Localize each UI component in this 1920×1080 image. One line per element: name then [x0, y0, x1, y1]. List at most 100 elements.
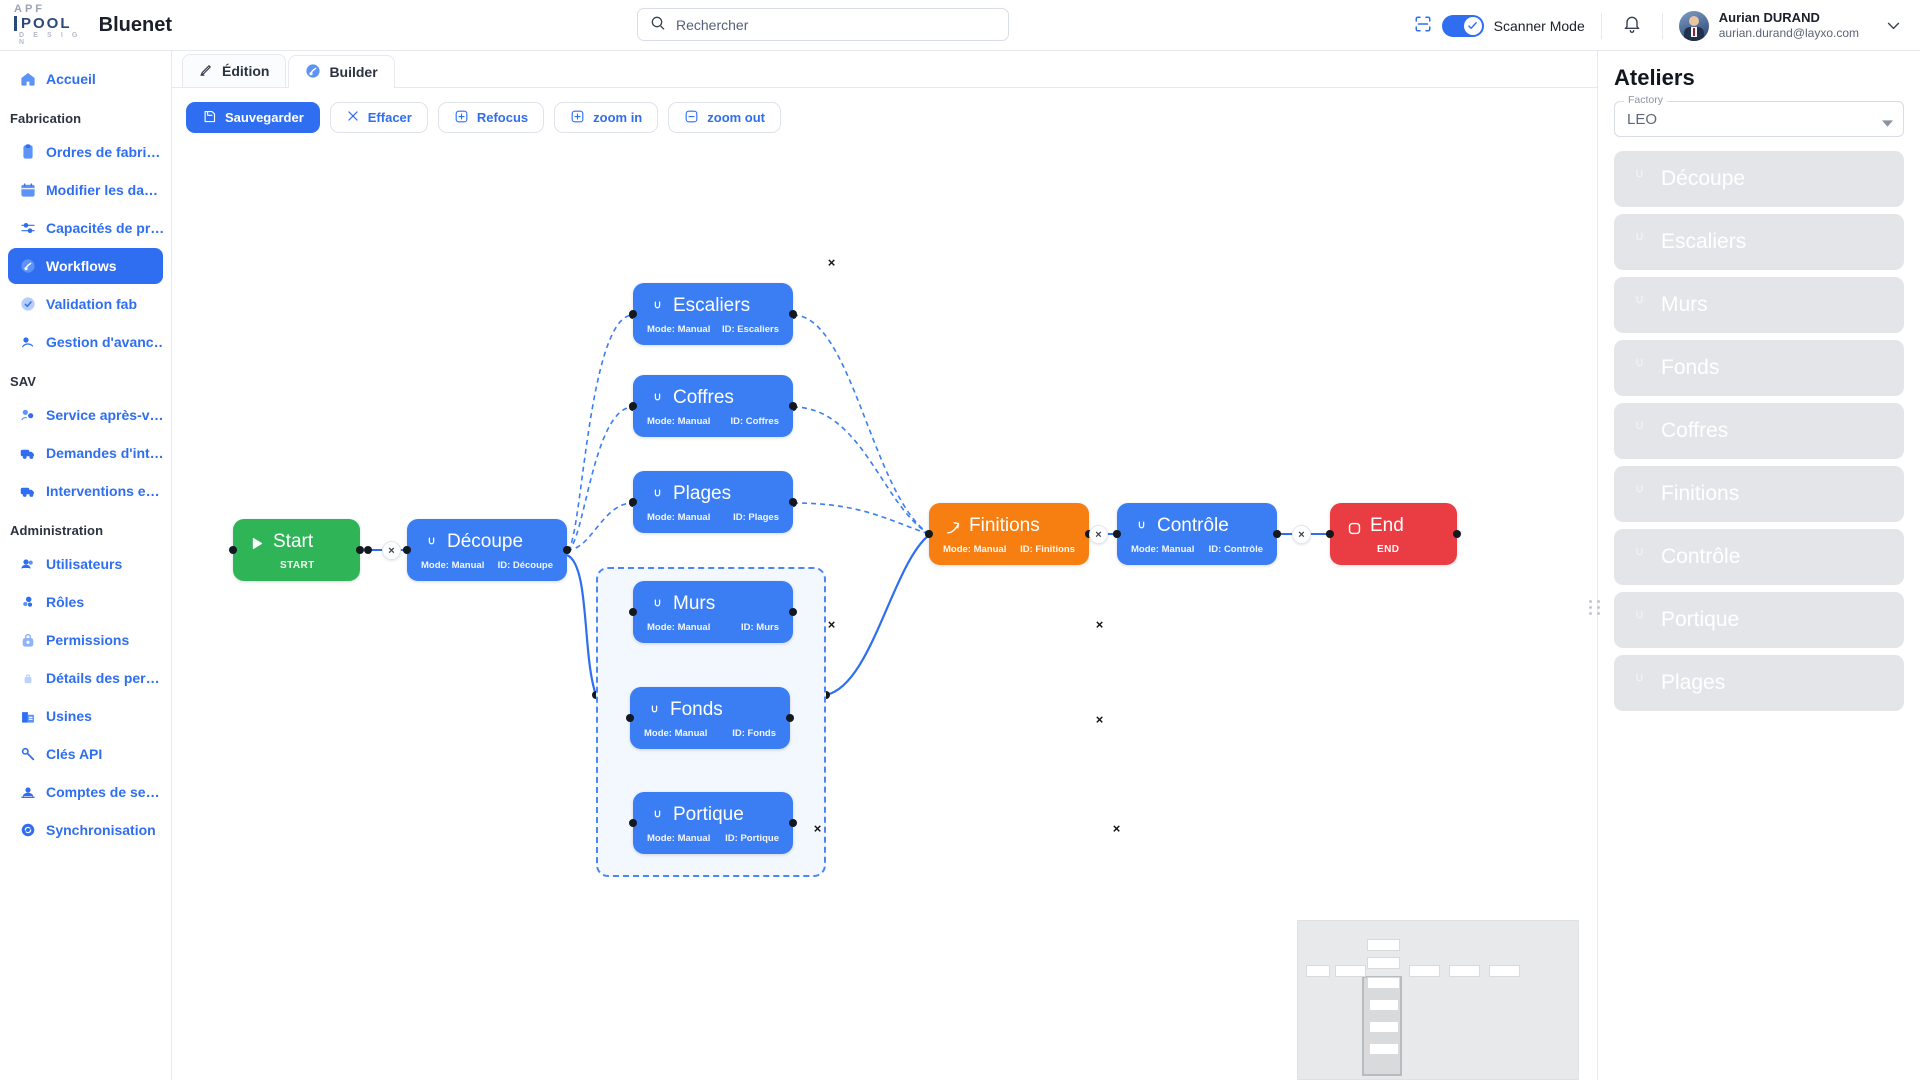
tab--dition[interactable]: Édition: [182, 54, 287, 87]
search-box[interactable]: [637, 8, 1009, 41]
caret-down-icon[interactable]: [1882, 115, 1893, 131]
node-handle-right[interactable]: [789, 498, 797, 506]
edge-delete-button[interactable]: ×: [813, 821, 822, 836]
node-handle-right[interactable]: [789, 608, 797, 616]
atelier-item-escaliers[interactable]: Escaliers: [1614, 214, 1904, 270]
sidebar-item-accueil[interactable]: Accueil: [8, 61, 163, 97]
edge-delete-button[interactable]: ×: [1292, 525, 1311, 544]
edge-delete-button[interactable]: ×: [1095, 617, 1104, 632]
bell-icon: [1622, 14, 1642, 37]
wrench-icon: [1630, 672, 1649, 694]
sidebar-item-comptes-de-se[interactable]: Comptes de se…: [8, 774, 163, 810]
node-handle-left[interactable]: [629, 498, 637, 506]
sidebar-item-interventions-e[interactable]: Interventions e…: [8, 473, 163, 509]
atelier-item-finitions[interactable]: Finitions: [1614, 466, 1904, 522]
wrench-icon: [1630, 231, 1649, 253]
node-handle-right[interactable]: [789, 310, 797, 318]
node-handle-left[interactable]: [925, 530, 933, 538]
sidebar-item-ordres-de-fabri[interactable]: Ordres de fabri…: [8, 134, 163, 170]
atelier-item-contr-le[interactable]: Contrôle: [1614, 529, 1904, 585]
atelier-item-coffres[interactable]: Coffres: [1614, 403, 1904, 459]
node-handle-left[interactable]: [1326, 530, 1334, 538]
node-handle-left[interactable]: [403, 546, 411, 554]
search-input[interactable]: [676, 16, 996, 33]
edge-delete-button[interactable]: ×: [827, 255, 836, 270]
node-handle-right[interactable]: [789, 402, 797, 410]
sidebar-item-validation-fab[interactable]: Validation fab: [8, 286, 163, 322]
atelier-item-murs[interactable]: Murs: [1614, 277, 1904, 333]
notifications-button[interactable]: [1602, 14, 1662, 37]
node-handle-right[interactable]: [356, 546, 364, 554]
node-handle-right[interactable]: [786, 714, 794, 722]
workflow-icon: [305, 63, 321, 82]
atelier-item-d-coupe[interactable]: Découpe: [1614, 151, 1904, 207]
canvas-minimap[interactable]: [1297, 920, 1579, 1080]
edge-delete-button[interactable]: ×: [1112, 821, 1121, 836]
sidebar-item-d-tails-des-per[interactable]: Détails des per…: [8, 660, 163, 696]
node-handle-left[interactable]: [629, 608, 637, 616]
sidebar-item-synchronisation[interactable]: Synchronisation: [8, 812, 163, 848]
sidebar-item-utilisateurs[interactable]: Utilisateurs: [8, 546, 163, 582]
node-handle-left[interactable]: [629, 402, 637, 410]
node-handle-left[interactable]: [629, 310, 637, 318]
scanner-mode-toggle[interactable]: [1441, 14, 1484, 37]
edge-delete-button[interactable]: ×: [1089, 525, 1108, 544]
edge-delete-button[interactable]: ×: [382, 541, 401, 560]
chevron-down-icon[interactable]: [1869, 17, 1906, 34]
sidebar-item-modifier-les-da[interactable]: Modifier les da…: [8, 172, 163, 208]
brand-logo[interactable]: APF POOL D E S I G N Bluenet: [0, 4, 172, 46]
edge-delete-button[interactable]: ×: [827, 617, 836, 632]
sidebar-item-workflows[interactable]: Workflows: [8, 248, 163, 284]
node-handle-left[interactable]: [229, 546, 237, 554]
atelier-item-fonds[interactable]: Fonds: [1614, 340, 1904, 396]
minimap-node: [1369, 999, 1399, 1011]
factory-select-box[interactable]: LEO: [1614, 101, 1904, 137]
node-handle-right[interactable]: [563, 546, 571, 554]
atelier-item-portique[interactable]: Portique: [1614, 592, 1904, 648]
panel-resize-handle[interactable]: [1589, 596, 1601, 618]
zoom-in-button[interactable]: zoom in: [554, 102, 659, 133]
node-handle-left[interactable]: [626, 714, 634, 722]
minimap-node: [1367, 939, 1400, 951]
sidebar-item-label: Rôles: [46, 594, 85, 610]
minimap-node: [1409, 965, 1440, 977]
tab-builder[interactable]: Builder: [288, 55, 395, 88]
sidebar-item-service-apr-s-v[interactable]: Service après-v…: [8, 397, 163, 433]
node-handle-right[interactable]: [1273, 530, 1281, 538]
factory-select[interactable]: LEO Factory: [1614, 94, 1904, 137]
atelier-item-plages[interactable]: Plages: [1614, 655, 1904, 711]
node-handle-left[interactable]: [1113, 530, 1121, 538]
user-menu[interactable]: Aurian DURAND aurian.durand@layxo.com: [1663, 10, 1906, 41]
sidebar-item-permissions[interactable]: Permissions: [8, 622, 163, 658]
support-icon: [20, 407, 36, 423]
sidebar-item-usines[interactable]: Usines: [8, 698, 163, 734]
sidebar-item-capacit-s-de-pr[interactable]: Capacités de pr…: [8, 210, 163, 246]
sidebar-item-r-les[interactable]: Rôles: [8, 584, 163, 620]
zoom-out-button[interactable]: zoom out: [668, 102, 782, 133]
sidebar-item-cl-s-api[interactable]: Clés API: [8, 736, 163, 772]
lock-small-icon: [20, 670, 36, 686]
sidebar-item-demandes-d-int[interactable]: Demandes d'int…: [8, 435, 163, 471]
node-handle-left[interactable]: [629, 819, 637, 827]
refocus-button[interactable]: Refocus: [437, 102, 545, 133]
sidebar-item-gestion-d-avanc[interactable]: Gestion d'avanc…: [8, 324, 163, 360]
node-handle-right[interactable]: [789, 819, 797, 827]
effacer-button[interactable]: Effacer: [329, 102, 428, 133]
scanner-mode-control[interactable]: Scanner Mode: [1414, 14, 1601, 37]
sauvegarder-button[interactable]: Sauvegarder: [186, 102, 320, 133]
edge-delete-button[interactable]: ×: [1095, 712, 1104, 727]
node-handle-right[interactable]: [1453, 530, 1461, 538]
